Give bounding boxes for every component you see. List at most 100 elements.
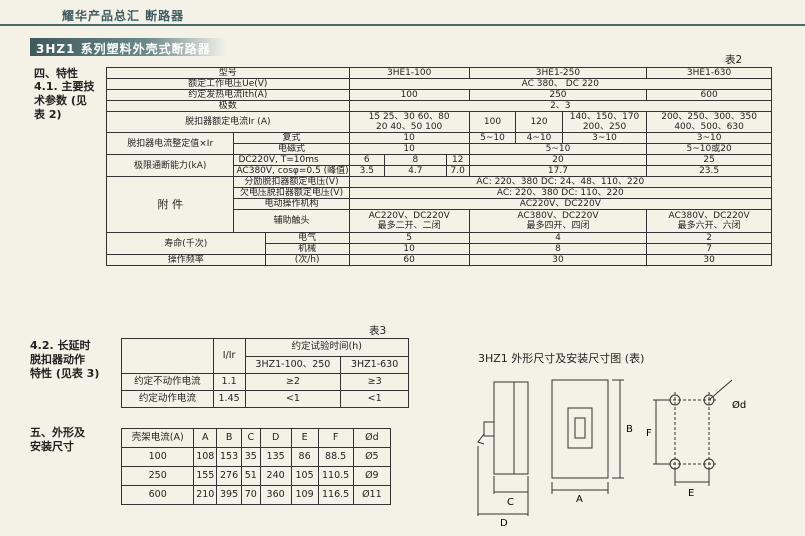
- front-view-window: [567, 407, 593, 449]
- dim-cell: 35: [241, 447, 261, 467]
- table-trip-characteristic: I/Ir 约定试验时间(h) 3HZ1-100、250 3HZ1-630 约定不…: [121, 338, 410, 408]
- section-title: 3HZ1 系列塑料外壳式断路器: [36, 42, 211, 56]
- break-dc-label: DC220V, T=10ms: [233, 154, 350, 166]
- trip-630-line1: 200、250、300、350: [661, 112, 757, 122]
- heading-5-line2: 安装尺寸: [30, 440, 74, 453]
- dim-hdr: C: [241, 428, 261, 448]
- acc-aux-label: 辅助触头: [233, 209, 350, 233]
- dim-cell: 276: [216, 466, 242, 486]
- dc-2: 8: [383, 154, 447, 166]
- row-cur-label: 约定发热电流Ith(A): [106, 89, 350, 101]
- row-volt-label: 额定工作电压Ue(V): [106, 78, 350, 90]
- set-comp-1: 10: [348, 132, 470, 144]
- aux-3-line2: 最多六开、六闭: [677, 221, 741, 231]
- trip-250-c-line1: 140、150、170: [569, 112, 640, 122]
- heading-4-1-line3: 表 2): [34, 108, 62, 121]
- label-diameter: Ød: [732, 399, 746, 411]
- row-life-label: 寿命(千次): [106, 232, 266, 255]
- dim-cell: 395: [216, 485, 242, 505]
- dimension-diagram: C D A B F E Ød: [477, 379, 746, 528]
- table-dimensions: 壳架电流(A) A B C D E F Ød 100 108 153 35 13…: [120, 428, 392, 505]
- dim-cell: 105: [290, 466, 319, 486]
- row-pole-label: 极数: [106, 100, 350, 112]
- acc-motor-label: 电动操作机构: [233, 198, 350, 210]
- dim-cell: 116.5: [317, 485, 354, 505]
- set-em-2: 5~10: [468, 143, 648, 155]
- t3-row1-label: 约定不动作电流: [121, 373, 214, 391]
- trip-630: 200、250、300、350 400、500、630: [646, 111, 772, 133]
- t3-row2-a: <1: [244, 390, 342, 408]
- acc-motor-value: AC220V、DC220V: [348, 198, 773, 210]
- acc-shunt-label: 分励脱扣器额定电压(V): [233, 176, 350, 188]
- dim-cell: 250: [120, 466, 195, 486]
- life-e-3: 2: [646, 232, 772, 244]
- aux-1-line2: 最多二开、二闭: [377, 221, 441, 231]
- dim-row: 600 210 395 70 360 109 116.5 Ø11: [120, 485, 392, 505]
- dim-cell: 51: [241, 466, 261, 486]
- row-break-label: 极限通断能力(kA): [105, 154, 235, 177]
- t3-row2-ratio: 1.45: [212, 390, 246, 408]
- t3-corner: [121, 338, 214, 374]
- dc-3: 12: [445, 154, 470, 166]
- cur-1: 100: [348, 89, 470, 101]
- side-view-handle: [483, 421, 495, 437]
- row-set-label: 脱扣器电流整定值×Ir: [105, 132, 235, 155]
- t3-row1-ratio: 1.1: [212, 373, 246, 391]
- label-b: B: [626, 424, 633, 435]
- dim-d-leader: [708, 379, 733, 401]
- dim-row: 250 155 276 51 240 105 110.5 Ø9: [120, 466, 392, 486]
- t3-hdr-ratio: I/Ir: [212, 338, 246, 374]
- dim-hdr: A: [193, 428, 218, 448]
- hdr-m2: 3HE1-250: [468, 67, 648, 79]
- dim-hdr: 壳架电流(A): [120, 428, 195, 448]
- set-comp-2a: 5~10: [468, 132, 517, 144]
- dim-cell: 210: [193, 485, 218, 505]
- t3-row1-b: ≥3: [340, 373, 409, 391]
- life-m-3: 7: [646, 243, 772, 255]
- acc-shunt-value: AC: 220、380 DC: 24、48、110、220: [348, 176, 773, 188]
- side-view-lever: [477, 433, 485, 445]
- dim-cell: 360: [259, 485, 292, 505]
- dc-1: 6: [348, 154, 385, 166]
- heading-4-1-line1: 4.1. 主要技: [34, 80, 95, 93]
- t3-row2-b: <1: [340, 390, 409, 408]
- dim-hdr: E: [290, 428, 319, 448]
- row-freq-label: 操作频率: [106, 254, 266, 266]
- set-comp-label: 复式: [233, 132, 350, 144]
- dim-hdr: B: [216, 428, 242, 448]
- top-bar: [0, 0, 805, 24]
- trip-250-c: 140、150、170 200、250: [561, 111, 648, 133]
- front-view-toggle: [574, 417, 586, 439]
- label-c: C: [507, 497, 514, 508]
- life-m-2: 8: [468, 243, 648, 255]
- dim-cell: Ø5: [352, 447, 392, 467]
- dim-cell: 86: [290, 447, 319, 467]
- trip-100-line2: 20 40、50 100: [376, 122, 443, 132]
- dim-hdr: Ød: [352, 428, 392, 448]
- t3-row2-label: 约定动作电流: [121, 390, 214, 408]
- heading-4-1-line2: 术参数 (见: [34, 94, 87, 107]
- ac-1: 3.5: [348, 165, 385, 177]
- break-ac-label: AC380V, cosφ=0.5 (峰值): [233, 165, 350, 177]
- dim-cell: 108: [193, 447, 218, 467]
- ac-4: 17.7: [468, 165, 648, 177]
- ac-5: 23.5: [646, 165, 772, 177]
- dim-cell: 110.5: [317, 466, 354, 486]
- aux-2-line1: AC380V、DC220V: [517, 211, 599, 221]
- ac-3: 7.0: [445, 165, 470, 177]
- hdr-m1: 3HE1-100: [348, 67, 470, 79]
- diagram-title: 3HZ1 外形尺寸及安装尺寸图 (表): [478, 352, 645, 365]
- dim-cell: 100: [120, 447, 195, 467]
- trip-250-b: 120: [515, 111, 563, 133]
- dim-cell: Ø9: [352, 466, 392, 486]
- dim-cell: 88.5: [317, 447, 354, 467]
- label-e: E: [688, 488, 694, 499]
- set-em-label: 电磁式: [233, 143, 350, 155]
- table2-caption: 表2: [725, 54, 743, 66]
- acc-under-label: 欠电压脱扣器额定电压(V): [233, 187, 350, 199]
- aux-2-line2: 最多四开、四闭: [526, 221, 590, 231]
- row-accessory-label: 附 件: [105, 176, 235, 233]
- life-e-2: 4: [468, 232, 648, 244]
- label-a: A: [576, 494, 583, 505]
- aux-1-line1: AC220V、DC220V: [368, 211, 450, 221]
